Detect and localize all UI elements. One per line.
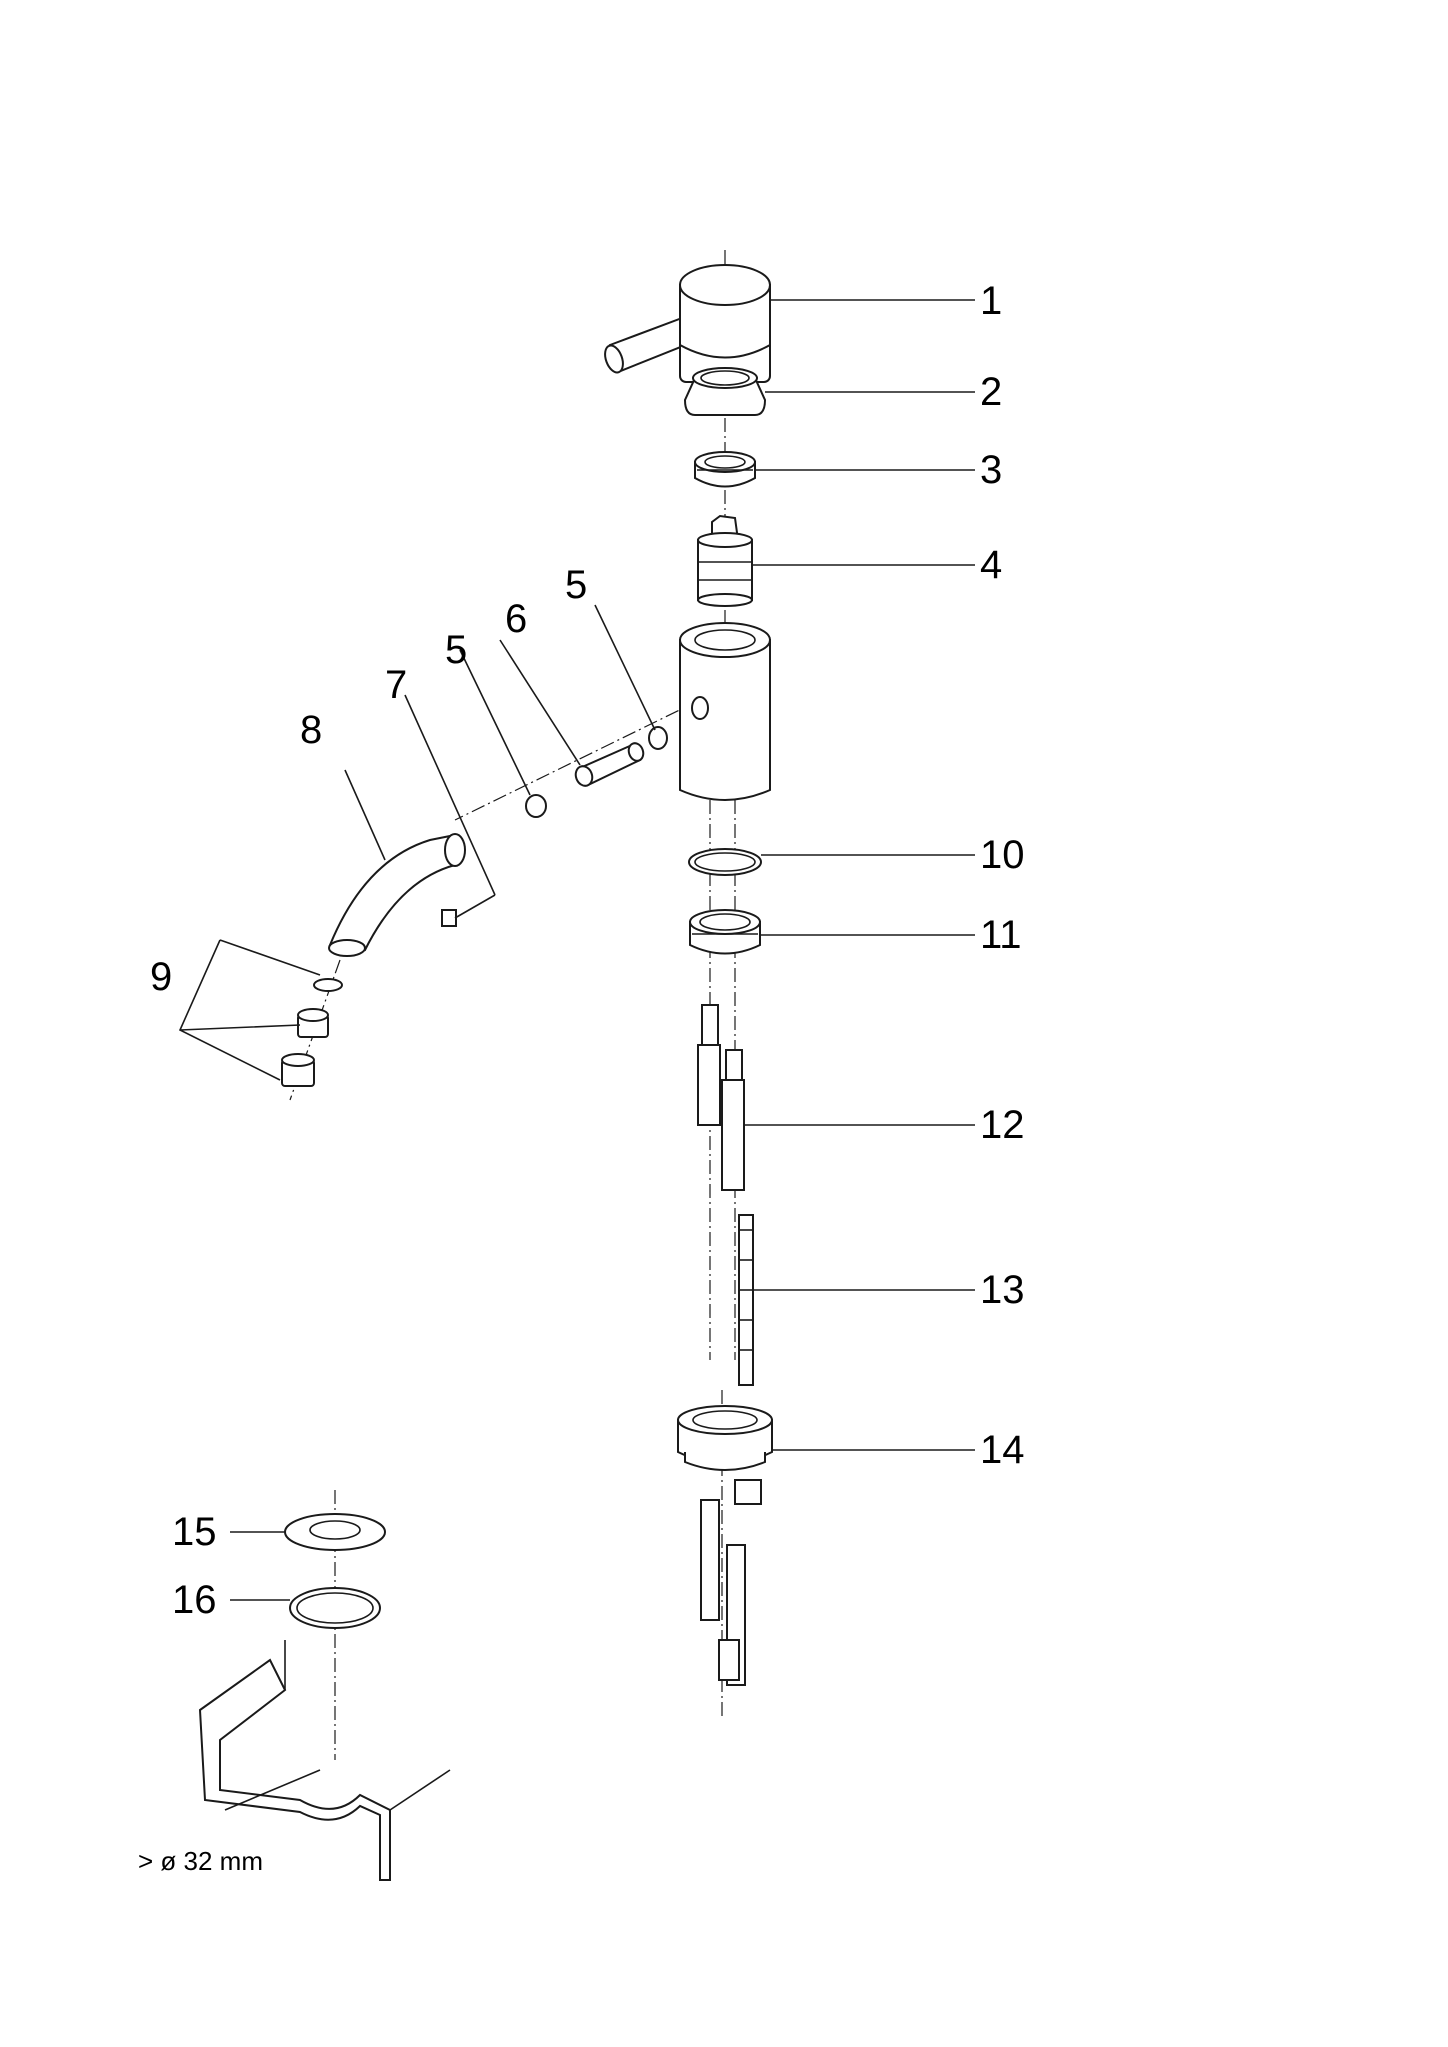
leader-lines <box>178 299 975 1811</box>
callout-16: 16 <box>172 1578 217 1622</box>
callout-14: 14 <box>980 1428 1025 1472</box>
part-4-cartridge <box>697 514 753 607</box>
part-3-threaded-ring <box>694 451 756 488</box>
part-14-mounting-flange <box>677 1405 773 1686</box>
callout-8: 8 <box>300 708 322 752</box>
part-7-set-screw <box>441 909 457 927</box>
mixer-body <box>679 622 771 801</box>
part-6-connector <box>574 742 645 787</box>
callout-5-right: 5 <box>565 563 587 607</box>
callout-11: 11 <box>980 913 1022 957</box>
callout-15: 15 <box>172 1510 217 1554</box>
part-15-washer <box>284 1513 386 1551</box>
part-13-threaded-rod <box>738 1214 754 1386</box>
callout-6: 6 <box>505 597 527 641</box>
part-9-aerator <box>281 978 343 1087</box>
part-5-o-ring-right <box>648 726 668 750</box>
callout-labels: 1 2 3 4 5 6 5 7 8 9 10 11 12 13 14 15 16… <box>138 279 1025 1876</box>
part-16-gasket <box>289 1587 381 1629</box>
callout-12: 12 <box>980 1103 1025 1147</box>
callout-13: 13 <box>980 1268 1025 1312</box>
callout-2: 2 <box>980 370 1002 414</box>
hole-diameter-note: > ø 32 mm <box>138 1846 263 1876</box>
callout-7: 7 <box>385 663 407 707</box>
callout-10: 10 <box>980 833 1025 877</box>
callout-9: 9 <box>150 955 172 999</box>
part-12-supply-hoses <box>697 1004 745 1191</box>
part-5-o-ring-left <box>525 794 547 818</box>
part-10-o-ring <box>688 848 762 876</box>
callout-3: 3 <box>980 448 1002 492</box>
part-8-spout <box>328 833 466 957</box>
callout-1: 1 <box>980 279 1002 323</box>
part-11-threaded-sleeve <box>689 909 761 955</box>
part-1-handle <box>604 264 771 383</box>
basin-cutaway <box>198 1640 451 1881</box>
part-2-cap-nut <box>683 367 767 416</box>
callout-4: 4 <box>980 543 1002 587</box>
callout-5-left: 5 <box>445 628 467 672</box>
